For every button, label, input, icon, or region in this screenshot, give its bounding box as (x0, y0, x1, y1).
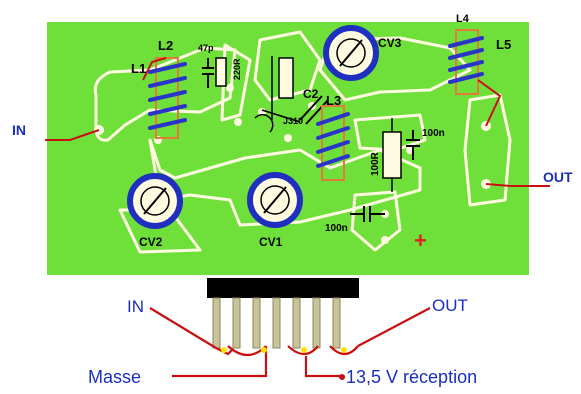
label-47p: 47p (198, 43, 214, 53)
solder-joints (221, 347, 347, 353)
board-output-label: OUT (543, 169, 573, 185)
pin-header (207, 278, 359, 349)
connector-wires (149, 307, 431, 378)
transistor-j310 (254, 56, 301, 133)
label-l4: L4 (456, 13, 470, 25)
capacitor-c2 (299, 95, 329, 125)
coil-l3 (316, 105, 350, 181)
supply-dot (339, 374, 345, 380)
connector-supply-label: 13,5 V réception (346, 367, 477, 387)
board-output-wire (485, 183, 550, 187)
capacitor-47p (202, 58, 214, 88)
board-input-label: IN (12, 122, 26, 138)
coil-l2 (142, 57, 187, 139)
label-cv1: CV1 (259, 235, 283, 249)
label-j310: J310 (283, 116, 303, 126)
board-input-wire (45, 129, 100, 141)
label-cv2: CV2 (139, 235, 163, 249)
connector-in-label: IN (127, 297, 144, 316)
label-l5: L5 (496, 37, 511, 52)
connector-out-label: OUT (432, 296, 468, 315)
label-100r: 100R (370, 151, 381, 176)
resistor-220r (215, 57, 227, 87)
label-100n-bottom: 100n (325, 223, 348, 234)
label-l3: L3 (326, 93, 341, 108)
trimmer-cv2 (127, 173, 183, 229)
label-l1: L1 (131, 61, 146, 76)
connector-ground-label: Masse (88, 367, 141, 387)
label-cv3: CV3 (378, 36, 402, 50)
trimmer-cv1 (247, 172, 303, 228)
plus-sign: + (414, 228, 427, 253)
capacitor-100n-top (406, 130, 420, 160)
capacitor-100n-bottom (350, 206, 385, 222)
label-c2: C2 (303, 87, 319, 101)
label-100n-top: 100n (422, 128, 445, 139)
resistor-100r (382, 118, 402, 192)
label-220r: 220R (232, 58, 242, 80)
coil-l5 (448, 29, 502, 127)
label-l2: L2 (158, 38, 173, 53)
trimmer-cv3 (323, 25, 379, 81)
